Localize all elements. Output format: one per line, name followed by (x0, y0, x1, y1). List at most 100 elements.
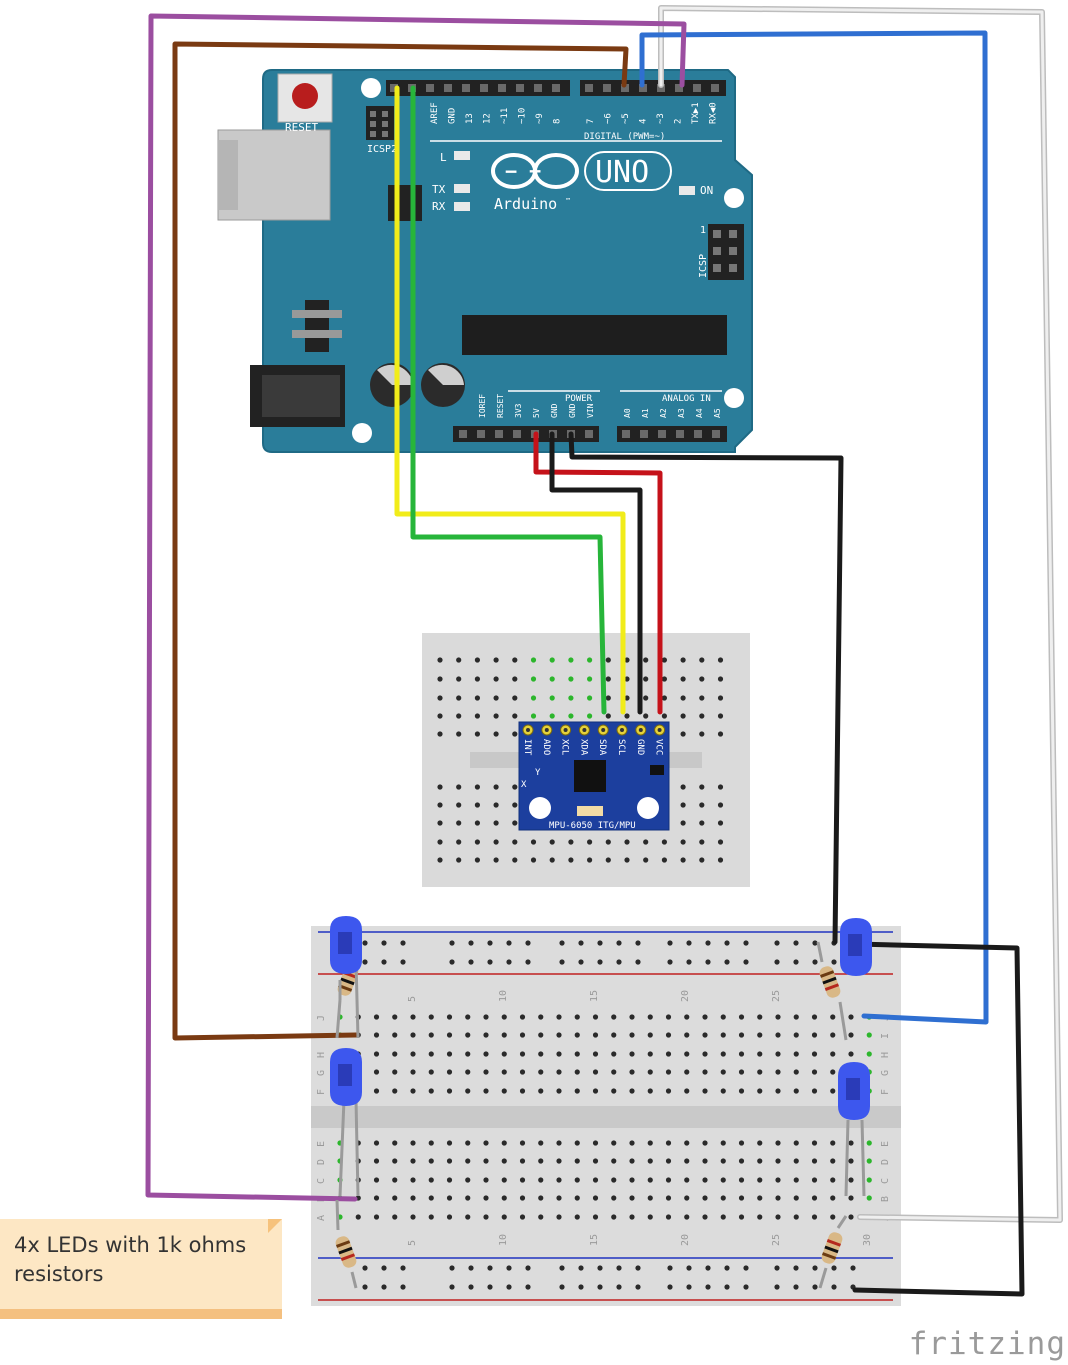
power-pin-label: GND (568, 403, 577, 418)
sensor-pin-label: VCC (654, 739, 664, 755)
analog-label: ANALOG IN (662, 394, 711, 404)
led-tx-label: TX (432, 183, 446, 196)
reset-label: RESET (285, 121, 318, 134)
row-letter: C (880, 1178, 891, 1184)
svg-text:− +: − + (505, 159, 541, 183)
column-number: 10 (498, 1234, 509, 1246)
row-letter: E (880, 1141, 891, 1147)
wire-yellow[interactable] (394, 85, 626, 715)
row-letter: J (316, 1015, 327, 1021)
wire-black-sensor[interactable] (549, 431, 643, 715)
analog-pin-label: A0 (623, 408, 632, 418)
svg-text:™: ™ (566, 197, 570, 205)
wire-black-ground[interactable] (568, 431, 844, 945)
resistor (819, 966, 841, 998)
arduino-label: Arduino (494, 195, 557, 213)
svg-text:X: X (521, 780, 527, 790)
pin-label: ~11 (500, 108, 510, 124)
row-letter: G (880, 1070, 891, 1076)
row-letter: D (316, 1159, 327, 1165)
row-letter: B (880, 1196, 891, 1202)
led-mid-right (838, 1062, 870, 1120)
column-number: 25 (771, 1234, 782, 1246)
row-letter: D (880, 1159, 891, 1165)
pin-label: 2 (674, 119, 684, 124)
row-letter: E (316, 1141, 327, 1147)
column-number: 25 (771, 990, 782, 1002)
analog-pin-label: A3 (677, 408, 686, 418)
wire-purple[interactable] (145, 13, 687, 1202)
row-letter: I (880, 1033, 891, 1039)
pin-label: 7 (586, 119, 596, 124)
pin-label: ~9 (535, 113, 545, 124)
power-pin-label: GND (550, 403, 559, 418)
pin-label: AREF (430, 102, 440, 124)
power-label: POWER (565, 394, 593, 404)
voltage-regulator (305, 300, 329, 352)
power-pin-label: RESET (496, 394, 505, 418)
svg-text:1: 1 (700, 225, 706, 236)
sensor-pin-label: INT (522, 739, 532, 756)
analog-header (617, 426, 727, 442)
sensor-pin-label: ADO (541, 739, 551, 755)
analog-pin-label: A5 (713, 408, 722, 418)
led-rx-label: RX (432, 200, 446, 213)
annotation-note: 4x LEDs with 1k ohms resistors (0, 1219, 282, 1319)
pin-label: 12 (483, 113, 493, 124)
pin-label: 4 (639, 119, 649, 124)
arduino-logo: − + UNO Arduino ™ (491, 151, 672, 213)
column-number: 15 (589, 1234, 600, 1246)
digital-label: DIGITAL (PWM=~) (584, 132, 665, 142)
pin-label: ~5 (621, 113, 631, 124)
column-number: 10 (498, 990, 509, 1002)
wire-green[interactable] (410, 85, 607, 715)
icsp-label: ICSP (698, 254, 709, 278)
icsp2-header (366, 106, 394, 140)
fritzing-brand: fritzing (908, 1326, 1066, 1362)
pin-label: ~6 (604, 113, 614, 124)
sensor-pin-label: GND (635, 739, 645, 755)
led-l-label: L (440, 151, 447, 164)
wire-brown[interactable] (172, 41, 629, 1041)
row-letter: G (316, 1070, 327, 1076)
pin-label: TX▶1 (691, 102, 701, 124)
pin-label: GND (448, 108, 458, 124)
pin-label: 8 (553, 119, 563, 124)
leds (330, 916, 872, 1120)
analog-pin-label: A1 (641, 408, 650, 418)
column-number: 5 (407, 1240, 418, 1246)
led-mid-left (330, 1048, 362, 1106)
icsp2-label: ICSP2 (367, 144, 397, 155)
column-number: 20 (680, 1234, 691, 1246)
power-pin-label: 5V (532, 408, 541, 418)
sensor-label: MPU-6050 ITG/MPU (549, 821, 636, 831)
row-letter: H (316, 1052, 327, 1058)
led-top-right (840, 918, 872, 976)
column-number: 30 (862, 1234, 873, 1246)
sensor-pin-label: XCL (560, 739, 570, 755)
analog-pin-label: A2 (659, 408, 668, 418)
sensor-pin-label: SCL (616, 739, 626, 755)
sensor-pin-label: SDA (597, 739, 607, 756)
power-header (453, 426, 599, 442)
pin-label: 13 (465, 113, 475, 124)
row-letter: F (316, 1089, 327, 1095)
wire-black-rail[interactable] (852, 941, 1025, 1297)
wire-blue[interactable] (639, 30, 989, 1025)
pin-label: RX◀0 (709, 102, 719, 124)
pin-label: ~10 (518, 108, 528, 124)
led-on-label: ON (700, 184, 713, 197)
power-pin-label: VIN (586, 403, 595, 418)
analog-pin-label: A4 (695, 408, 704, 418)
pin-label: ~3 (656, 113, 666, 124)
column-number: 20 (680, 990, 691, 1002)
uno-label: UNO (595, 155, 649, 190)
wire-red[interactable] (533, 431, 663, 715)
row-letter: A (316, 1215, 327, 1221)
led-top-left (330, 916, 362, 974)
row-letter: C (316, 1178, 327, 1184)
